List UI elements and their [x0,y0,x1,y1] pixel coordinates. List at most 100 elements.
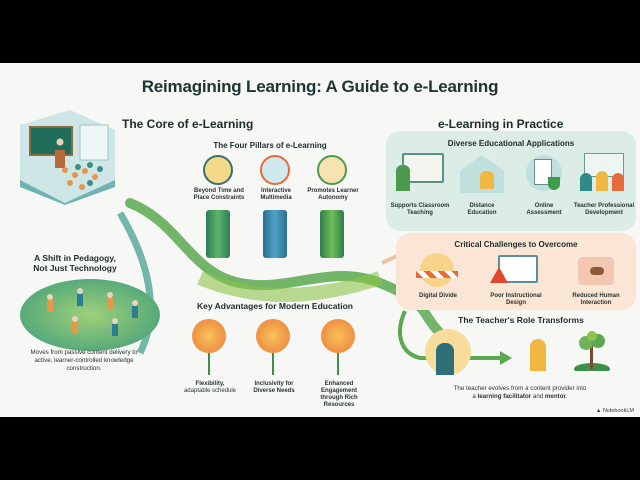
application-label-line1: Teacher Professional [573,203,635,209]
teacher-figure [612,173,624,191]
application-label: Teacher Professional Development [570,203,638,217]
desc-bold-facilitator: learning facilitator [477,393,532,400]
notebooklm-logo-icon: ▲ [595,408,603,414]
advantage-label: Flexibility, adaptable schedule [180,381,240,395]
pillar-label: Beyond Time and Place Constraints [193,188,245,201]
teacher-figure [596,171,608,191]
advantage-label: Enhanced Engagement through Rich Resourc… [306,381,372,409]
challenge-label-line2: Interaction [580,300,612,306]
growing-tree-icon [572,331,612,375]
barrier-stripes [416,271,458,278]
desc-text: . [565,393,568,400]
applications-panel: Diverse Educational Applications Support… [386,131,636,231]
learner-compass-icon [317,155,347,185]
advantage-inclusivity: Inclusivity for Diverse Needs [244,315,304,405]
desc-text: a [472,393,478,400]
pillar-label: Promotes Learner Autonomy [307,188,359,201]
flower-stem [208,353,210,375]
application-label-line2: Teaching [407,210,433,216]
challenge-digital-divide: Digital Divide [408,253,468,308]
flower-media-icon [321,319,355,353]
teacher-role-desc-line1: The teacher evolves from a content provi… [453,385,587,392]
pedagogy-description: Moves from passive content delivery to a… [14,349,154,373]
flower-stem [337,353,339,375]
pedagogy-desc-line3: construction. [66,365,102,372]
teacher-figure [396,165,410,191]
challenges-heading: Critical Challenges to Overcome [454,240,578,249]
advantage-label-line2: through Rich Resources [320,395,358,408]
challenge-label: Reduced Human Interaction [564,293,628,307]
applications-heading: Diverse Educational Applications [447,139,575,148]
flower-stem [272,353,274,375]
application-classroom: Supports Classroom Teaching [390,153,450,229]
advantage-label-line2: adaptable schedule [183,388,237,394]
classroom-illustration [10,105,120,205]
advantage-label: Inclusivity for Diverse Needs [244,381,304,395]
pillar-autonomy: Promotes Learner Autonomy [307,155,359,265]
desc-bold-mentor: mentor [544,393,566,400]
application-label-line1: Online [534,203,554,209]
desc-text: and [531,393,545,400]
teacher-role-desc-line2: a learning facilitator and mentor. [425,393,615,401]
pedagogy-heading: A Shift in Pedagogy, Not Just Technology [20,253,130,273]
pedagogy-desc-line1: Moves from passive content delivery to [30,349,138,356]
advantage-label-line1: Enhanced Engagement [320,381,357,394]
challenge-label-line1: Poor Instructional [490,293,542,299]
notebooklm-watermark: ▲ NotebookLM [596,408,634,414]
facilitator-figure [530,339,546,371]
pillar-column [320,210,344,258]
pillar-time-place: Beyond Time and Place Constraints [194,155,244,265]
advantages-heading: Key Advantages for Modern Education [196,301,353,311]
pedagogy-heading-line2: Not Just Technology [33,263,117,273]
student-figure [480,171,494,189]
advantage-engagement: Enhanced Engagement through Rich Resourc… [306,315,372,408]
application-label-line1: Supports Classroom [390,203,450,209]
page-title: Reimagining Learning: A Guide to e-Learn… [141,77,499,96]
learners-collaboration-illustration [20,279,160,351]
application-label-line2: Education [467,210,497,216]
pedagogy-heading-line1: A Shift in Pedagogy, [34,253,116,263]
advantage-label-line1: Flexibility, [195,381,225,387]
pillar-column [206,210,230,258]
shield-check-icon [548,177,560,190]
teacher-role-description: The teacher evolves from a content provi… [425,385,615,401]
teacher-figure [436,343,454,375]
pillar-label: Interactive Multimedia [260,188,292,201]
application-label: Supports Classroom Teaching [388,203,452,217]
advantage-label-line2: Diverse Needs [253,388,295,394]
challenge-label-line1: Reduced Human [572,293,620,299]
infographic-canvas: Reimagining Learning: A Guide to e-Learn… [0,63,640,417]
application-label-line2: Development [585,210,623,216]
advantage-label-line1: Inclusivity for [254,381,294,387]
application-professional-development: Teacher Professional Development [574,153,634,229]
multimedia-touch-icon [260,155,290,185]
handshake-glyph [590,267,604,275]
application-assessment: Online Assessment [516,153,572,229]
challenges-panel: Critical Challenges to Overcome Digital … [396,233,636,310]
pillar-multimedia: Interactive Multimedia [253,155,299,265]
teacher-figure [580,173,592,191]
warning-triangle-icon [490,267,508,283]
flower-clock-icon [192,319,226,353]
pedagogy-desc-line2: active, learner-controlled knowledge [34,357,134,364]
flower-people-icon [256,319,290,353]
challenge-label: Digital Divide [418,293,457,299]
challenge-label: Poor Instructional Design [484,293,548,307]
pillar-column [263,210,287,258]
challenge-label-line2: Design [505,300,526,306]
wifi-barrier-icon [420,253,454,287]
application-distance: Distance Education [454,153,510,229]
brand-label: NotebookLM [602,408,634,414]
challenge-reduced-interaction: Reduced Human Interaction [564,253,628,308]
pillars-heading: The Four Pillars of e-Learning [213,141,327,150]
checklist-sheet [534,159,552,185]
clock-globe-icon [203,155,233,185]
advantage-flexibility: Flexibility, adaptable schedule [180,315,240,405]
challenge-poor-design: Poor Instructional Design [484,253,548,308]
teacher-role-heading: The Teacher's Role Transforms [458,315,584,325]
application-label: Online Assessment [516,203,572,217]
core-heading: The Core of e-Learning [122,117,254,131]
practice-heading: e-Learning in Practice [438,117,564,131]
application-label: Distance Education [454,203,510,217]
application-label-line2: Assessment [526,210,562,216]
